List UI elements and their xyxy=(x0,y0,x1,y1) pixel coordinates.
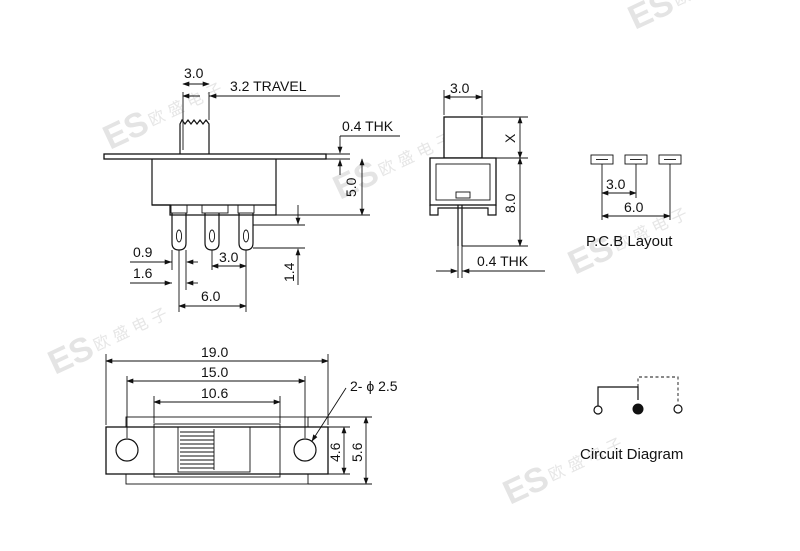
label-pcb-span: 6.0 xyxy=(624,199,644,215)
circuit-dashed-path xyxy=(637,376,679,402)
actuator-knob xyxy=(179,118,210,154)
pin-hole-1 xyxy=(175,229,183,243)
svg-text:欧 盛 电 子: 欧 盛 电 子 xyxy=(145,79,225,130)
end-view: 3.0 X 8.0 0.4 THK xyxy=(429,80,545,278)
top-slot xyxy=(153,423,281,478)
watermark-5: ES 欧 盛 电 子 xyxy=(42,304,170,382)
svg-text:欧 盛 电 子: 欧 盛 电 子 xyxy=(90,304,170,355)
pcb-layout: 3.0 6.0 P.C.B Layout xyxy=(586,154,682,250)
mounting-hole-left xyxy=(115,438,139,462)
svg-text:欧 盛 电 子: 欧 盛 电 子 xyxy=(670,0,750,10)
end-contact xyxy=(455,191,471,199)
top-view: 19.0 15.0 10.6 2- ϕ 2.5 4.6 5.6 xyxy=(105,344,398,485)
pin-hole-3 xyxy=(242,229,250,243)
terminal-pins xyxy=(171,213,254,251)
slider-knob-ridges xyxy=(180,429,215,470)
circuit-terminal-right xyxy=(673,404,683,414)
mounting-plate xyxy=(103,153,327,160)
svg-text:ES: ES xyxy=(622,0,679,37)
label-pin-span: 6.0 xyxy=(201,288,221,304)
label-outer-width: 5.6 xyxy=(349,442,365,462)
terminal-pin-1 xyxy=(171,213,187,251)
terminal-pin-3 xyxy=(238,213,254,251)
pcb-layout-title: P.C.B Layout xyxy=(586,233,673,250)
base-tab-1 xyxy=(170,204,188,214)
terminal-pin-2 xyxy=(204,213,220,251)
slider-body xyxy=(177,426,251,473)
pin-hole-2 xyxy=(208,229,216,243)
label-pin-offset: 1.6 xyxy=(133,265,153,281)
label-end-actuator-width: 3.0 xyxy=(450,80,470,96)
label-actuator-width: 3.0 xyxy=(184,65,204,81)
label-plate-thk: 0.4 THK xyxy=(342,118,394,134)
label-pin-pitch: 3.0 xyxy=(219,249,239,265)
watermark-1: ES 欧 盛 电 子 xyxy=(622,0,750,37)
end-housing xyxy=(429,157,497,206)
label-end-actuator-height: X xyxy=(502,133,518,143)
top-flange-top xyxy=(125,416,309,428)
top-frame xyxy=(105,426,329,475)
label-inner-width: 4.6 xyxy=(327,442,343,462)
end-actuator xyxy=(443,116,483,159)
end-housing-inner xyxy=(435,163,491,201)
circuit-diagram-title: Circuit Diagram xyxy=(580,446,683,463)
label-slot-length: 10.6 xyxy=(201,385,228,401)
label-end-height: 8.0 xyxy=(502,193,518,213)
watermark-6: ES 欧 盛 电 子 xyxy=(497,434,625,512)
base-tab-2 xyxy=(201,204,229,214)
end-base xyxy=(429,205,497,216)
label-pcb-pitch: 3.0 xyxy=(606,176,626,192)
circuit-solid-path xyxy=(597,386,639,406)
label-pin-length: 1.4 xyxy=(281,262,297,282)
label-hole-pitch: 15.0 xyxy=(201,364,228,380)
label-overall-length: 19.0 xyxy=(201,344,228,360)
mounting-hole-right xyxy=(293,438,317,462)
circuit-terminal-left xyxy=(593,405,603,415)
label-hole-callout: 2- ϕ 2.5 xyxy=(350,378,398,394)
label-pin-width: 0.9 xyxy=(133,244,153,260)
base-tab-3 xyxy=(237,204,255,214)
side-view: 3.0 3.2 TRAVEL 0.4 THK 5.0 1.4 0.9 xyxy=(103,65,400,312)
top-flange-bottom xyxy=(125,473,309,485)
label-body-height: 5.0 xyxy=(343,177,359,197)
label-travel: 3.2 TRAVEL xyxy=(230,78,307,94)
hole-callout-leader xyxy=(311,387,347,442)
label-end-pin-thk: 0.4 THK xyxy=(477,253,529,269)
circuit-diagram: Circuit Diagram xyxy=(580,376,683,463)
circuit-terminal-common xyxy=(632,403,644,415)
